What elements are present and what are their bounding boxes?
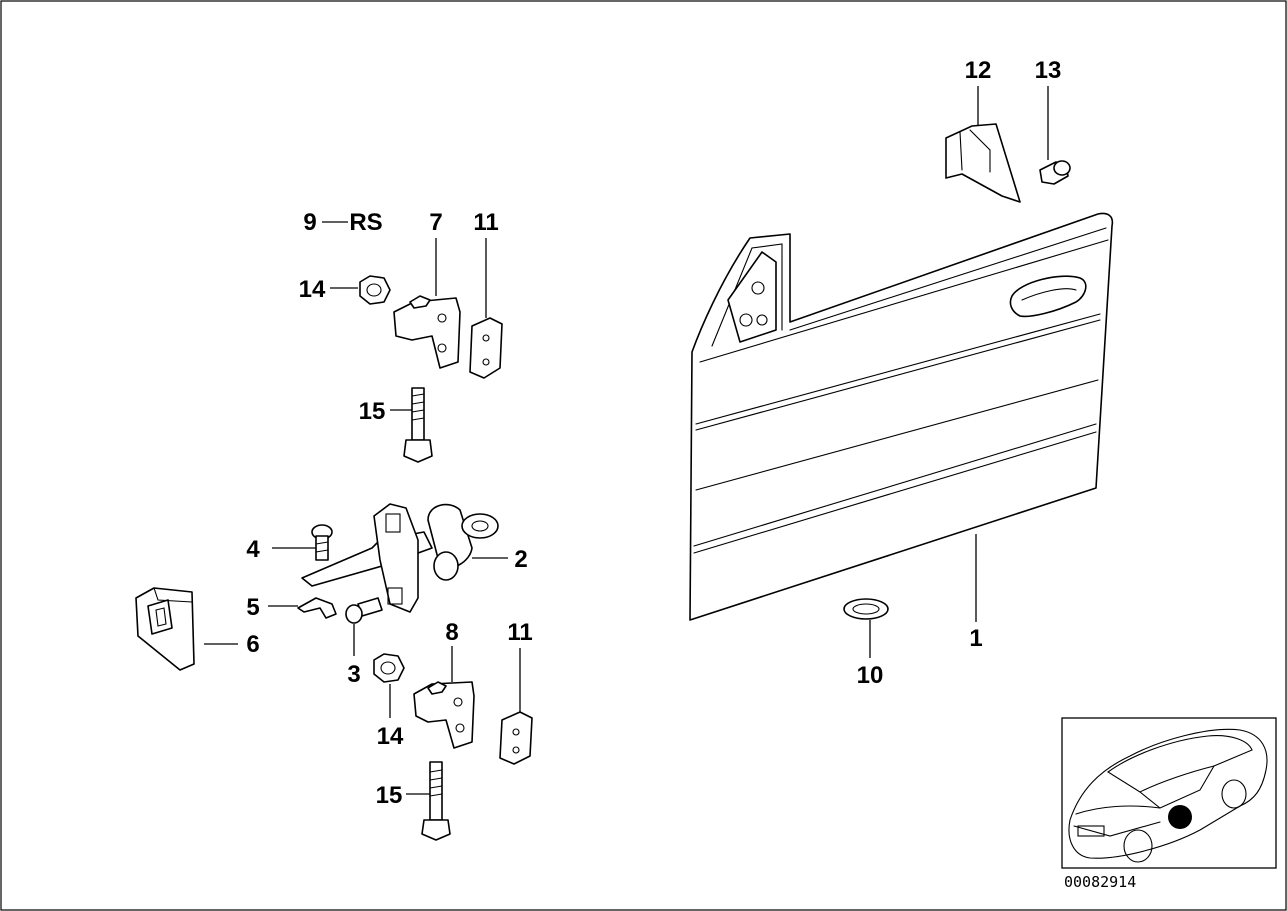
shim-plate-top[interactable] — [469, 317, 503, 379]
bolt-bottom[interactable] — [421, 761, 451, 841]
shim-plate-bottom[interactable] — [499, 711, 533, 765]
clip-part-13[interactable] — [1039, 160, 1071, 185]
label-5: 5 — [246, 594, 259, 621]
label-8: 8 — [445, 619, 458, 646]
label-10: 10 — [857, 662, 884, 689]
label-1: 1 — [969, 625, 982, 652]
hinge-half-part-8[interactable] — [413, 681, 475, 749]
clip-part-5[interactable] — [297, 597, 337, 619]
screw-part-4[interactable] — [311, 524, 333, 561]
locator-dot-icon — [1168, 805, 1192, 829]
part-labels: 1 2 3 4 5 6 7 8 9 RS 10 11 11 12 13 14 1… — [246, 57, 1061, 809]
cover-part-6[interactable] — [135, 587, 195, 671]
bolt-part-3[interactable] — [345, 597, 383, 624]
label-13: 13 — [1035, 57, 1062, 84]
hinge-half-part-7[interactable] — [393, 295, 461, 369]
label-11-top: 11 — [473, 209, 498, 236]
label-11-bottom: 11 — [507, 619, 532, 646]
label-14-top: 14 — [299, 276, 326, 303]
vehicle-locator-inset: 00082914 — [1061, 717, 1277, 891]
nut-top[interactable] — [359, 275, 391, 305]
label-2: 2 — [514, 546, 527, 573]
label-14-bottom: 14 — [377, 723, 404, 750]
door-shell[interactable] — [689, 212, 1114, 621]
nut-bottom[interactable] — [373, 653, 405, 683]
car-icon — [1068, 728, 1268, 863]
label-15-bottom: 15 — [376, 782, 403, 809]
label-15-top: 15 — [359, 398, 386, 425]
label-9-suffix: RS — [349, 209, 382, 236]
label-9: 9 — [303, 209, 316, 236]
bracket-part-12[interactable] — [945, 123, 1021, 203]
label-3: 3 — [347, 661, 360, 688]
label-4: 4 — [246, 536, 260, 563]
reference-number: 00082914 — [1064, 873, 1136, 891]
bolt-top[interactable] — [403, 387, 433, 463]
label-7: 7 — [429, 209, 442, 236]
plug-part-10[interactable] — [843, 598, 889, 620]
door-check-part-2[interactable] — [301, 503, 499, 613]
leader-lines — [204, 86, 1049, 795]
label-6: 6 — [246, 631, 259, 658]
label-12: 12 — [965, 57, 992, 84]
